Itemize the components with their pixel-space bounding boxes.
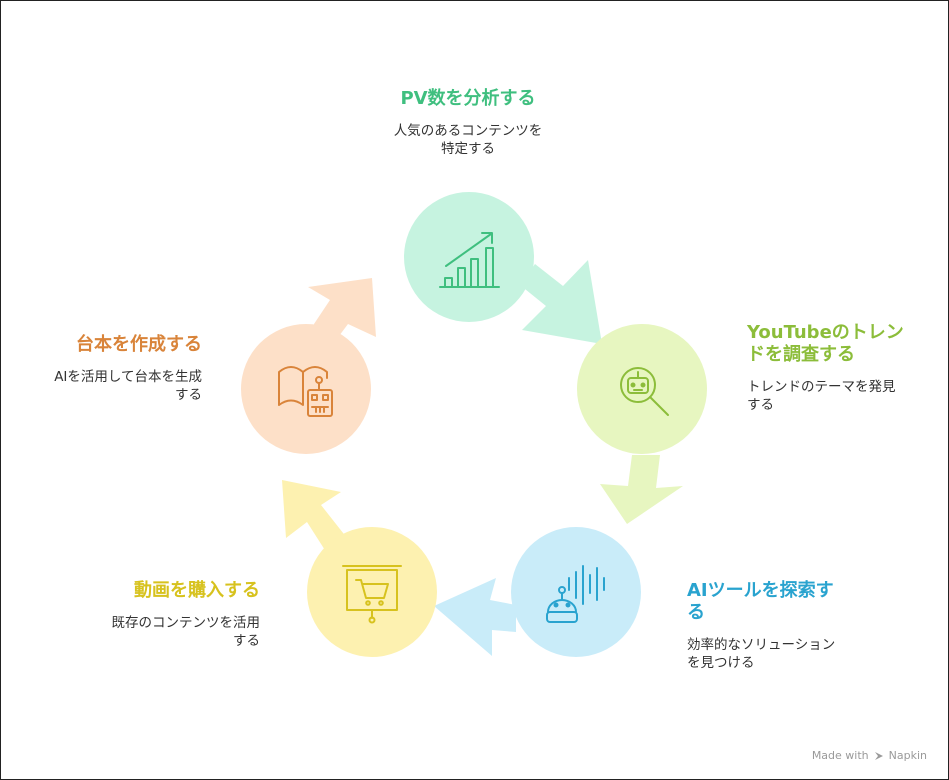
step1-title: PV数を分析する (400, 88, 536, 109)
growth-chart-icon (439, 232, 500, 288)
step4-circle (307, 527, 437, 657)
step1-label: PV数を分析する 人気のあるコンテンツを 特定する (348, 88, 588, 158)
step2-title-line2: ドを調査する (747, 344, 855, 365)
step4-desc: 既存のコンテンツを活用 する (60, 614, 261, 650)
step2-desc-line1: トレンドのテーマを発見 (747, 379, 896, 395)
footer-text: Made with (811, 749, 869, 762)
step3-desc-line1: 効率的なソリューション (687, 637, 836, 653)
robot-magnifier-icon (620, 367, 669, 416)
cart-presentation-icon (342, 565, 402, 624)
step4-title: 動画を購入する (134, 580, 260, 601)
step4-desc-line1: 既存のコンテンツを活用 (111, 615, 261, 631)
arrow-step4-to-step5 (282, 480, 347, 558)
step2-label: YouTubeのトレン ドを調査する トレンドのテーマを発見 する (747, 322, 937, 414)
made-with-napkin: Made with Napkin (812, 749, 927, 762)
step4-label: 動画を購入する 既存のコンテンツを活用 する (60, 580, 261, 650)
step3-title-line1: AIツールを探索す (687, 580, 834, 601)
step3-desc: 効率的なソリューション を見つける (687, 636, 877, 672)
step5-title: 台本を作成する (76, 334, 202, 355)
step3-title-line2: る (687, 602, 705, 623)
arrow-step2-to-step3 (600, 455, 683, 524)
arrow-step1-to-step2 (520, 260, 602, 344)
step5-desc: AIを活用して台本を生成 する (2, 368, 202, 404)
footer-brand: Napkin (888, 749, 927, 762)
robot-soundwave-icon (546, 565, 605, 623)
step2-desc: トレンドのテーマを発見 する (747, 378, 937, 414)
step2-title: YouTubeのトレン ドを調査する (747, 322, 937, 366)
book-robot-icon (278, 366, 333, 417)
napkin-logo-icon (874, 751, 883, 760)
step5-label: 台本を作成する AIを活用して台本を生成 する (2, 334, 202, 404)
step4-desc-line2: する (233, 633, 260, 649)
step1-desc-line1: 人気のあるコンテンツを (393, 123, 543, 139)
step2-title-line1: YouTubeのトレン (747, 322, 904, 343)
step3-title: AIツールを探索す る (687, 580, 877, 624)
step1-circle (404, 192, 534, 322)
arrow-step3-to-step4 (434, 578, 516, 656)
step5-circle (241, 324, 371, 454)
step5-desc-line1: AIを活用して台本を生成 (54, 369, 202, 385)
step1-desc: 人気のあるコンテンツを 特定する (348, 122, 588, 158)
step2-desc-line2: する (747, 397, 774, 413)
step1-desc-line2: 特定する (441, 141, 495, 157)
step3-desc-line2: を見つける (687, 655, 755, 671)
step3-label: AIツールを探索す る 効率的なソリューション を見つける (687, 580, 877, 672)
step5-desc-line2: する (175, 387, 202, 403)
